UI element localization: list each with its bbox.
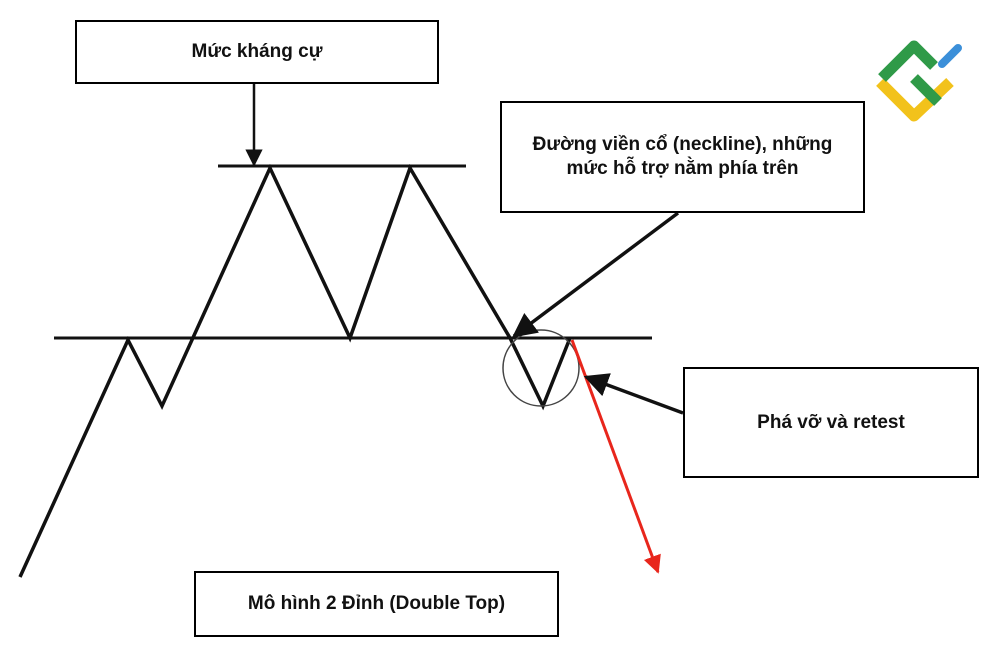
brand-logo-icon (876, 40, 962, 122)
neckline-label: Đường viền cổ (neckline), những mức hỗ t… (532, 134, 833, 179)
retest-circle (502, 329, 580, 407)
diagram-title: Mô hình 2 Đỉnh (Double Top) (247, 593, 506, 614)
resistance-label: Mức kháng cự (191, 41, 323, 62)
resistance-label-box: Mức kháng cự (75, 20, 439, 84)
price-path (18, 163, 572, 578)
neckline-pointer-arrow (512, 211, 680, 338)
breakout-retest-label-box: Phá vỡ và retest (683, 367, 979, 478)
diagram-title-box: Mô hình 2 Đỉnh (Double Top) (194, 571, 559, 637)
neckline-label-box: Đường viền cổ (neckline), những mức hỗ t… (500, 101, 865, 213)
breakout-retest-label: Phá vỡ và retest (757, 411, 905, 433)
breakdown-arrow (570, 339, 661, 574)
retest-pointer-arrow (583, 373, 684, 415)
